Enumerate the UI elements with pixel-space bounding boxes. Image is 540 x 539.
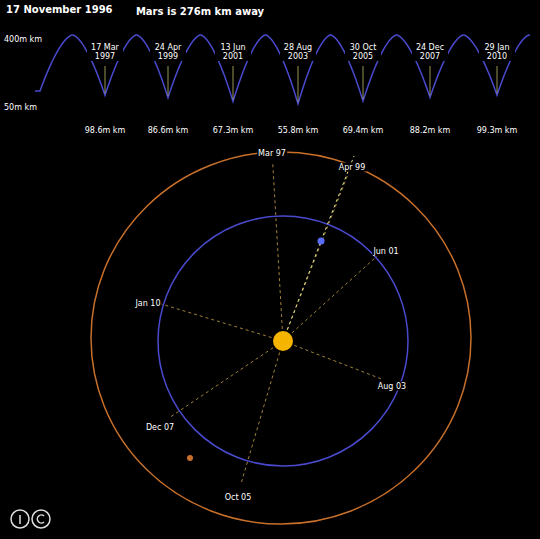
sun: [273, 331, 293, 351]
label-holder: 24 Dec 2007: [412, 43, 448, 63]
cc-icon: [32, 510, 50, 528]
label-holder: 50m km: [3, 95, 38, 114]
opposition-date: 28 Aug 2003: [280, 43, 316, 61]
date-rays: [159, 162, 380, 483]
orbit-date: Apr 99: [338, 163, 367, 172]
distance-curve: [35, 35, 530, 104]
opposition-date: 30 Oct 2005: [345, 43, 381, 61]
date-ray: [159, 303, 283, 341]
label-holder: 13 Jun 2001: [215, 43, 251, 63]
closest-distance: 86.6m km: [147, 126, 190, 135]
label-holder: 88.2m km: [409, 118, 452, 137]
mars-dot: [187, 455, 193, 461]
label-holder: 98.6m km: [84, 118, 127, 137]
label-holder: 86.6m km: [147, 118, 190, 137]
label-holder: Mar 97: [257, 141, 287, 160]
label-holder: 400m km: [3, 27, 43, 46]
date-ray: [241, 341, 283, 482]
label-holder: 99.3m km: [476, 118, 519, 137]
closest-distance: 67.3m km: [212, 126, 255, 135]
opposition-tick: [363, 66, 364, 99]
opposition-date: 29 Jan 2010: [479, 43, 515, 61]
opposition-date: 13 Jun 2001: [215, 43, 251, 61]
opposition-tick: [105, 66, 106, 93]
opposition-date: 24 Dec 2007: [412, 43, 448, 61]
label-holder: 24 Apr 1999: [150, 43, 186, 63]
orbit-date: Mar 97: [257, 149, 287, 158]
closest-distance: 98.6m km: [84, 126, 127, 135]
label-holder: 28 Aug 2003: [280, 43, 316, 63]
closest-distance: 55.8m km: [277, 126, 320, 135]
title: 17 November 1996: [6, 4, 113, 15]
sun-earth-line: [283, 241, 321, 341]
opposition-date: 17 Mar 1997: [87, 43, 123, 61]
cc-icons: [11, 510, 50, 528]
label-holder: 30 Oct 2005: [345, 43, 381, 63]
opposition-ticks: [105, 66, 497, 102]
label-holder: Aug 03: [377, 374, 407, 393]
date-ray: [283, 341, 381, 379]
label-holder: Mars is 276m km away: [135, 0, 265, 19]
cc-icon: [11, 510, 29, 528]
axis-label: 50m km: [3, 103, 38, 112]
axis-label: 400m km: [3, 35, 43, 44]
label-holder: Oct 05: [224, 485, 253, 504]
label-holder: 55.8m km: [277, 118, 320, 137]
opposition-tick: [298, 66, 299, 102]
orbit-date: Oct 05: [224, 493, 253, 502]
opposition-tick: [497, 66, 498, 93]
cc-icon-mark: [19, 515, 21, 524]
label-holder: Jan 10: [134, 291, 161, 310]
opposition-tick: [430, 66, 431, 95]
orbit-date: Jan 10: [134, 299, 161, 308]
label-holder: 29 Jan 2010: [479, 43, 515, 63]
earth-dot: [318, 238, 325, 245]
distance-note: Mars is 276m km away: [135, 6, 265, 18]
cc-icon-mark: [37, 515, 44, 523]
date-ray: [170, 341, 283, 417]
label-holder: Jun 01: [372, 239, 399, 258]
label-holder: 69.4m km: [342, 118, 385, 137]
closest-distance: 88.2m km: [409, 126, 452, 135]
opposition-date: 24 Apr 1999: [150, 43, 186, 61]
label-holder: 67.3m km: [212, 118, 255, 137]
opposition-tick: [233, 66, 234, 100]
orbit-date: Jun 01: [372, 247, 399, 256]
date-ray: [283, 256, 377, 341]
date-ray: [273, 162, 283, 341]
label-holder: Apr 99: [338, 155, 367, 174]
closest-distance: 99.3m km: [476, 126, 519, 135]
earth-orbit: [158, 216, 408, 466]
opposition-tick: [168, 66, 169, 96]
orbit-date: Dec 07: [145, 423, 175, 432]
label-holder: Dec 07: [145, 415, 175, 434]
orbit-date: Aug 03: [377, 382, 407, 391]
date-ray: [283, 175, 348, 341]
closest-distance: 69.4m km: [342, 126, 385, 135]
label-holder: 17 Mar 1997: [87, 43, 123, 63]
mars-orbit: [91, 152, 471, 524]
